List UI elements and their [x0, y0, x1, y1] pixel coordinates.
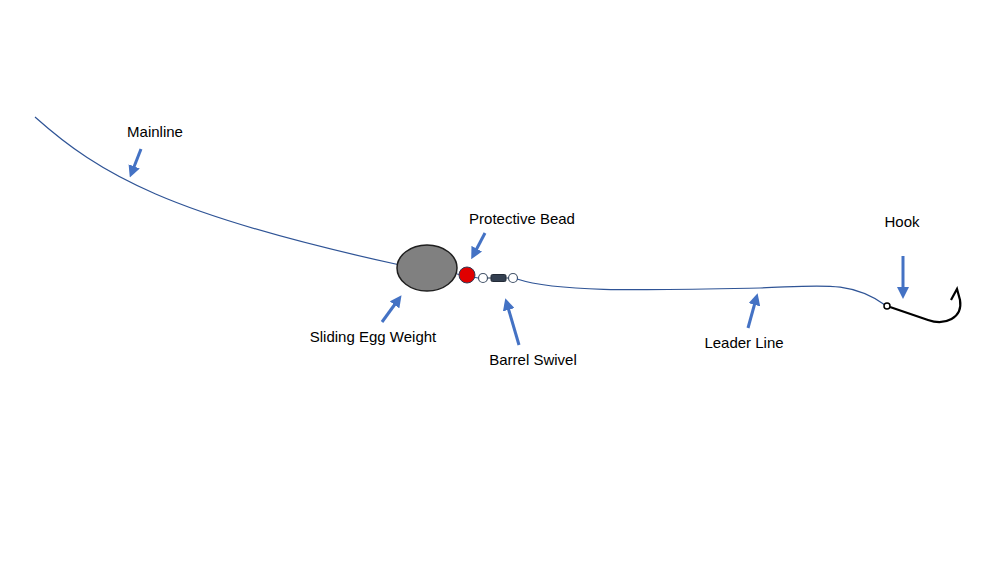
- label-wrapper: Leader Line: [704, 334, 783, 352]
- swivel-ring: [509, 274, 518, 283]
- hook-eye: [884, 303, 890, 309]
- protective-bead: [459, 267, 475, 283]
- label-wrapper: Protective Bead: [469, 210, 575, 228]
- part-label: Hook: [884, 213, 919, 231]
- egg-weight: [397, 245, 457, 291]
- callout-arrow: [507, 304, 519, 345]
- part-label: Protective Bead: [469, 210, 575, 228]
- callout-arrow: [902, 256, 905, 293]
- part-label: Sliding Egg Weight: [310, 328, 436, 346]
- callout-arrow: [132, 149, 141, 172]
- part-label: Mainline: [127, 123, 183, 141]
- swivel-barrel: [491, 275, 506, 282]
- callout-arrow: [474, 233, 485, 254]
- swivel-link: [488, 277, 492, 278]
- label-wrapper: Mainline: [127, 123, 183, 141]
- callout-arrow: [382, 300, 398, 322]
- label-wrapper: Sliding Egg Weight: [310, 328, 436, 346]
- callout-arrow: [748, 299, 756, 328]
- swivel-ring: [479, 274, 488, 283]
- hook: [890, 289, 960, 322]
- leader-line: [517, 279, 885, 305]
- mainline: [35, 117, 400, 265]
- label-wrapper: Barrel Swivel: [489, 351, 577, 369]
- part-label: Leader Line: [704, 334, 783, 352]
- label-wrapper: Hook: [884, 213, 919, 231]
- part-label: Barrel Swivel: [489, 351, 577, 369]
